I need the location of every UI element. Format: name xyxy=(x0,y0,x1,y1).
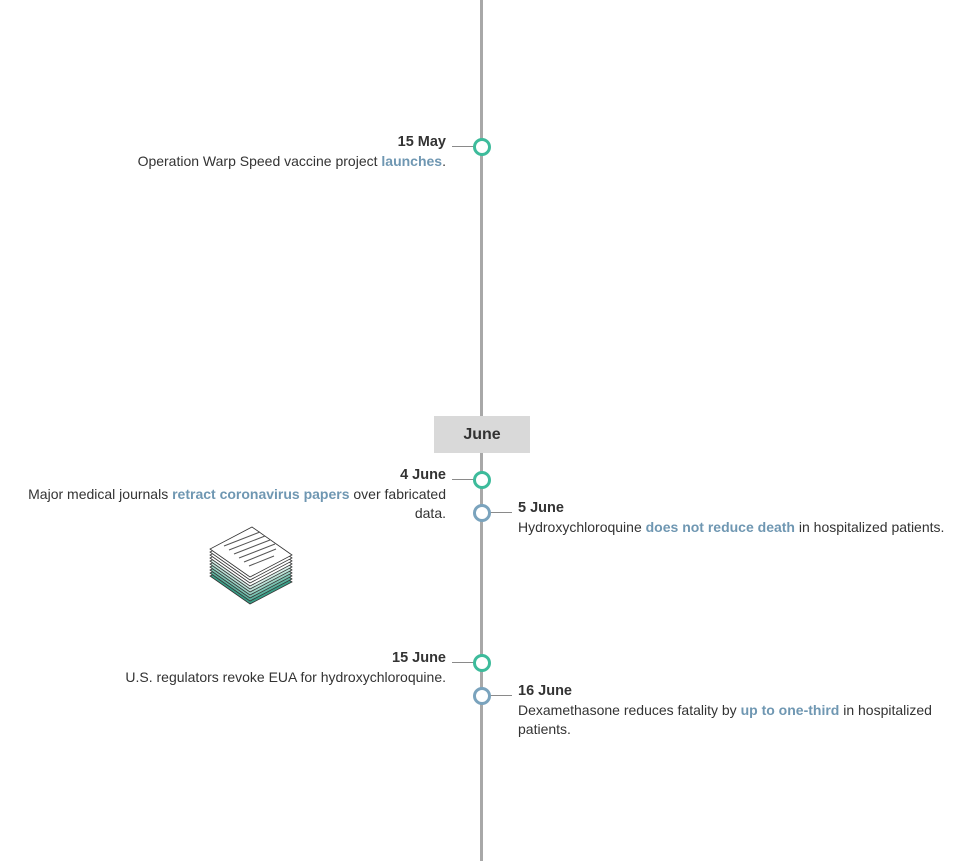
event-node-jun4[interactable] xyxy=(473,471,491,489)
event-date: 16 June xyxy=(518,683,572,699)
event-may15: 15 May Operation Warp Speed vaccine proj… xyxy=(138,133,446,171)
event-description: Dexamethasone reduces fatality by up to … xyxy=(518,702,932,737)
connector-jun15 xyxy=(452,662,476,663)
event-jun15: 15 June U.S. regulators revoke EUA for h… xyxy=(125,649,446,687)
event-description: Hydroxychloroquine does not reduce death… xyxy=(518,519,945,535)
event-description: Major medical journals retract coronavir… xyxy=(28,486,446,521)
event-link-up-to-one-third[interactable]: up to one-third xyxy=(740,702,840,718)
event-date: 15 June xyxy=(392,650,446,666)
connector-jun4 xyxy=(452,479,476,480)
month-header: June xyxy=(434,416,530,453)
event-description: U.S. regulators revoke EUA for hydroxych… xyxy=(125,669,446,685)
event-jun5: 5 June Hydroxychloroquine does not reduc… xyxy=(518,499,944,537)
connector-jun5 xyxy=(488,512,512,513)
event-link-retract-papers[interactable]: retract coronavirus papers xyxy=(172,486,350,502)
event-node-jun5[interactable] xyxy=(473,504,491,522)
event-link-no-death-reduction[interactable]: does not reduce death xyxy=(645,519,795,535)
event-jun4: 4 June Major medical journals retract co… xyxy=(28,466,446,523)
event-description: Operation Warp Speed vaccine project lau… xyxy=(137,153,446,169)
event-node-may15[interactable] xyxy=(473,138,491,156)
event-date: 5 June xyxy=(518,500,564,516)
event-node-jun16[interactable] xyxy=(473,687,491,705)
paper-stack-icon xyxy=(204,524,296,611)
event-date: 4 June xyxy=(400,467,446,483)
event-date: 15 May xyxy=(397,134,446,150)
connector-jun16 xyxy=(488,695,512,696)
connector-may15 xyxy=(452,146,476,147)
event-node-jun15[interactable] xyxy=(473,654,491,672)
event-link-launches[interactable]: launches xyxy=(381,153,443,169)
event-jun16: 16 June Dexamethasone reduces fatality b… xyxy=(518,682,932,739)
